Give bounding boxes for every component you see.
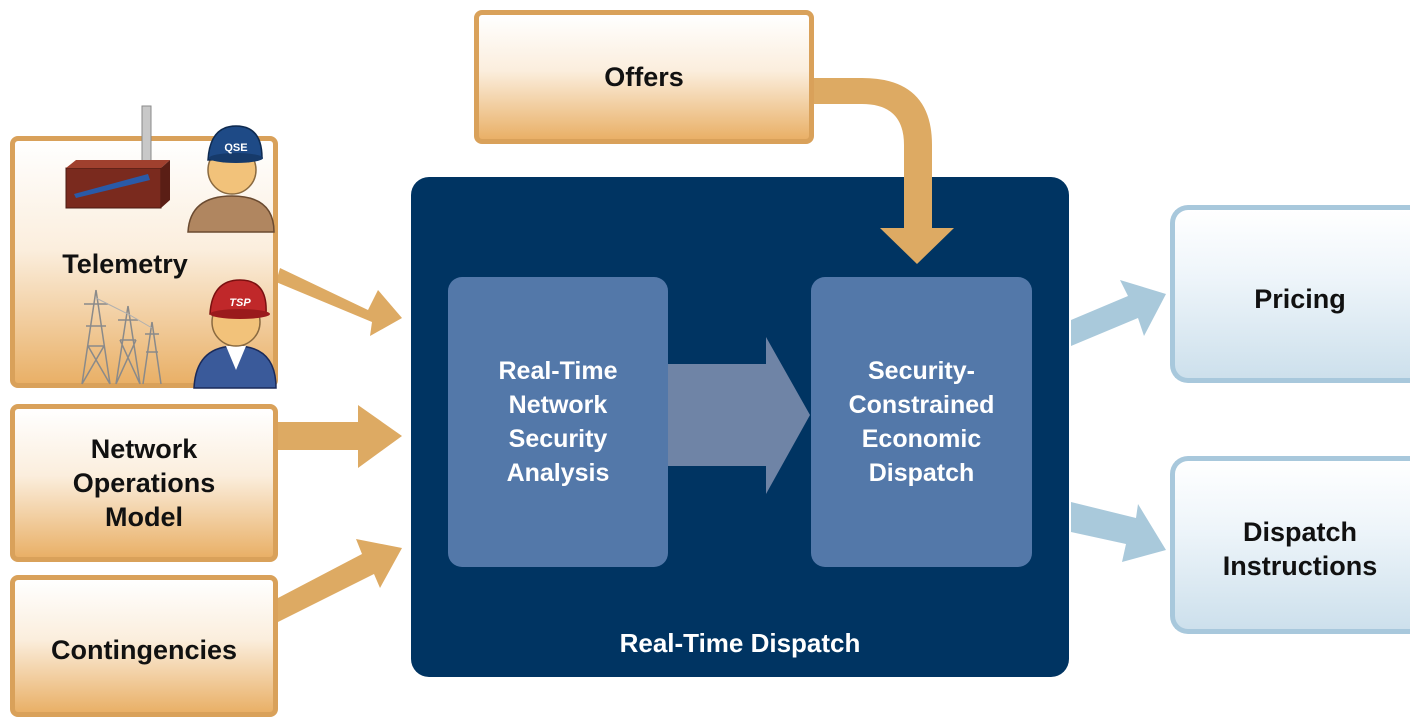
real-time-dispatch-title: Real-Time Dispatch <box>619 628 861 658</box>
pricing-arrow <box>1071 280 1166 346</box>
offers-arrow-body <box>812 78 932 228</box>
dispatch-instructions-label: Dispatch Instructions <box>1222 517 1378 581</box>
offers-box: Offers <box>474 10 814 144</box>
sced-label: Security- Constrained Economic Dispatch <box>848 357 995 487</box>
telemetry-box: Telemetry <box>10 136 278 388</box>
dispatch-instructions-arrow <box>1071 502 1166 562</box>
dispatch-instructions-box: Dispatch Instructions <box>1170 456 1410 634</box>
sced-box: Security- Constrained Economic Dispatch <box>811 277 1032 567</box>
offers-arrow <box>812 80 954 264</box>
network-operations-model-label: Network Operations Model <box>72 434 216 532</box>
pricing-box: Pricing <box>1170 205 1410 383</box>
offers-label: Offers <box>604 62 684 92</box>
contingencies-arrow <box>278 539 402 622</box>
network-security-analysis-box: Real-Time Network Security Analysis <box>448 277 668 567</box>
network-operations-model-box: Network Operations Model <box>10 404 278 562</box>
contingencies-box: Contingencies <box>10 575 278 717</box>
telemetry-label: Telemetry <box>62 249 188 279</box>
network-security-analysis-label: Real-Time Network Security Analysis <box>498 357 618 487</box>
contingencies-label: Contingencies <box>50 635 238 665</box>
telemetry-arrow <box>276 268 402 336</box>
network-model-arrow <box>278 405 402 468</box>
pricing-label: Pricing <box>1254 284 1346 314</box>
